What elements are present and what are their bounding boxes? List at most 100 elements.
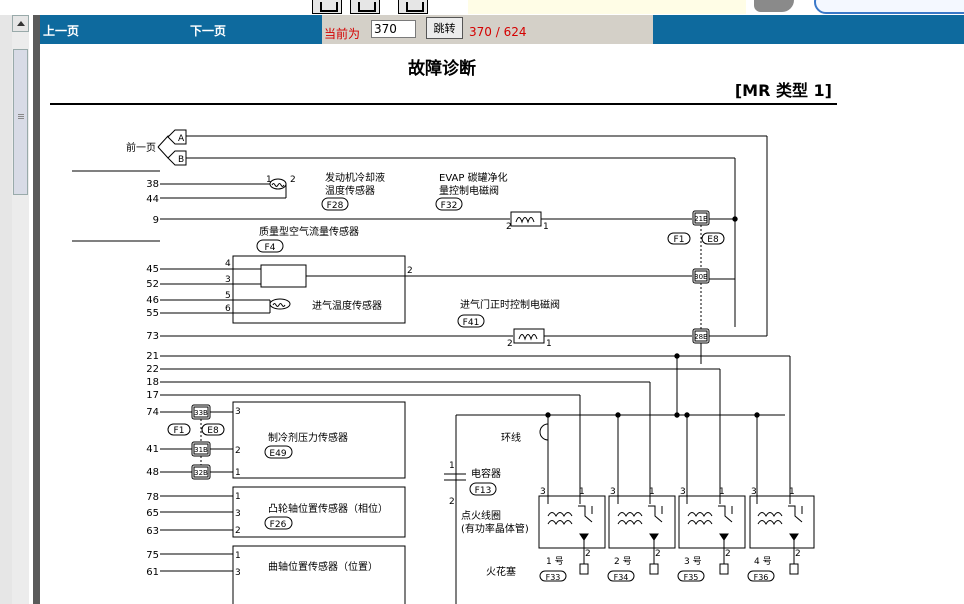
joint-connector-21b: 21B — [692, 210, 710, 226]
arrow-up-icon — [17, 21, 25, 26]
svg-text:5: 5 — [225, 291, 231, 301]
svg-text:4 号: 4 号 — [754, 556, 772, 567]
svg-text:1: 1 — [579, 487, 585, 497]
svg-text:F33: F33 — [546, 573, 561, 582]
svg-text:F13: F13 — [475, 486, 492, 496]
svg-text:E8: E8 — [207, 426, 219, 436]
svg-text:质量型空气流量传感器: 质量型空气流量传感器 — [259, 225, 359, 238]
svg-text:F28: F28 — [327, 201, 344, 211]
svg-text:2 号: 2 号 — [614, 556, 632, 567]
svg-text:28B: 28B — [694, 333, 708, 341]
joint-connector-30b: 30B — [692, 268, 710, 284]
svg-text:2: 2 — [407, 266, 413, 276]
frame-gutter — [29, 15, 33, 604]
svg-text:3: 3 — [235, 568, 241, 578]
spark-plug-label: 火花塞 — [486, 565, 516, 578]
svg-text:量控制电磁阀: 量控制电磁阀 — [439, 184, 499, 197]
toolbar-button-3[interactable] — [398, 0, 428, 14]
svg-text:F35: F35 — [684, 573, 699, 582]
svg-text:3: 3 — [610, 487, 616, 497]
svg-text:F1: F1 — [174, 426, 185, 436]
svg-text:曲轴位置传感器（位置）: 曲轴位置传感器（位置） — [268, 560, 378, 573]
svg-text:环线: 环线 — [501, 431, 521, 444]
svg-text:1: 1 — [649, 487, 655, 497]
toolbar-icon-1 — [320, 2, 338, 12]
svg-text:3: 3 — [235, 509, 241, 519]
svg-text:3: 3 — [235, 407, 241, 417]
svg-text:74: 74 — [146, 407, 159, 418]
harness-code-e8: E8 — [707, 235, 719, 245]
svg-text:45: 45 — [146, 264, 159, 275]
svg-text:温度传感器: 温度传感器 — [325, 184, 375, 197]
svg-text:52: 52 — [146, 279, 159, 290]
frame-divider[interactable] — [33, 15, 40, 604]
current-page-label: 当前为 — [324, 27, 361, 41]
svg-text:1: 1 — [719, 487, 725, 497]
coolant-temp-sensor: 1 2 发动机冷却液 温度传感器 F28 — [160, 171, 385, 211]
svg-text:3 号: 3 号 — [684, 556, 702, 567]
svg-text:33B: 33B — [194, 409, 208, 417]
svg-text:21: 21 — [146, 351, 159, 362]
svg-text:22: 22 — [146, 364, 159, 375]
intake-valve-timing-solenoid: 进气门正时控制电磁阀 F41 2 1 — [160, 298, 692, 349]
svg-text:75: 75 — [146, 550, 159, 561]
svg-text:2: 2 — [506, 222, 512, 232]
car-logo-icon — [754, 0, 794, 12]
page-navigation-bar: 上一页 下一页 当前为 跳转 370 / 624 — [40, 15, 964, 44]
refrigerant-pressure-sensor: 33B 31B 32B F1 E8 3 2 1 制冷剂压力传感器 E49 — [160, 401, 406, 480]
joint-connector-28b: 28B — [692, 328, 710, 344]
svg-text:2: 2 — [655, 549, 661, 559]
svg-text:21B: 21B — [694, 215, 708, 223]
svg-text:3: 3 — [225, 275, 231, 285]
svg-text:2: 2 — [449, 497, 455, 507]
svg-text:2: 2 — [290, 175, 296, 185]
svg-text:73: 73 — [146, 331, 159, 342]
svg-text:F36: F36 — [754, 573, 769, 582]
scroll-thumb[interactable] — [13, 49, 28, 195]
svg-text:电容器: 电容器 — [471, 467, 501, 480]
toolbar-button-1[interactable] — [312, 0, 342, 14]
page-number-input[interactable] — [371, 20, 416, 38]
svg-text:F4: F4 — [265, 243, 276, 253]
page-jump-panel: 当前为 跳转 370 / 624 — [322, 15, 653, 44]
svg-text:31B: 31B — [194, 446, 208, 454]
svg-text:1: 1 — [543, 222, 549, 232]
svg-text:2: 2 — [795, 549, 801, 559]
prev-page-label: 前一页 — [126, 141, 156, 154]
svg-text:凸轮轴位置传感器（相位）: 凸轮轴位置传感器（相位） — [268, 502, 388, 515]
toolbar-icon-2 — [358, 2, 376, 12]
toolbar-info-bar — [468, 0, 746, 14]
svg-text:2: 2 — [235, 446, 241, 456]
model-label: [MR 类型 1] — [735, 81, 832, 100]
svg-text:1: 1 — [546, 339, 552, 349]
ignition-coil-1: 3 1 1 号 2 F33 — [538, 487, 606, 582]
left-panel — [0, 15, 12, 604]
grip-icon — [18, 114, 24, 115]
svg-text:F34: F34 — [614, 573, 629, 582]
toolbar-button-2[interactable] — [350, 0, 380, 14]
svg-text:9: 9 — [153, 215, 159, 226]
svg-text:2: 2 — [507, 339, 513, 349]
svg-text:44: 44 — [146, 194, 159, 205]
intake-air-temp-sensor-label: 进气温度传感器 — [312, 299, 382, 312]
svg-text:发动机冷却液: 发动机冷却液 — [325, 171, 385, 184]
svg-text:进气门正时控制电磁阀: 进气门正时控制电磁阀 — [460, 298, 560, 311]
svg-text:制冷剂压力传感器: 制冷剂压力传感器 — [268, 431, 348, 444]
svg-text:1: 1 — [235, 551, 241, 561]
jump-button[interactable]: 跳转 — [426, 17, 463, 39]
svg-text:1: 1 — [789, 487, 795, 497]
logo-banner-icon — [814, 0, 964, 14]
crankshaft-position-sensor: 1 3 曲轴位置传感器（位置） — [160, 545, 406, 604]
vertical-scrollbar[interactable] — [12, 15, 29, 604]
svg-text:41: 41 — [146, 444, 159, 455]
brand-logo — [748, 0, 964, 15]
svg-text:F26: F26 — [270, 520, 287, 530]
svg-text:48: 48 — [146, 467, 159, 478]
svg-text:2: 2 — [235, 526, 241, 536]
svg-text:78: 78 — [146, 492, 159, 503]
next-page-link[interactable]: 下一页 — [190, 24, 227, 38]
scroll-up-button[interactable] — [12, 15, 29, 32]
svg-text:46: 46 — [146, 295, 159, 306]
top-toolbar-strip — [0, 0, 964, 15]
prev-page-link[interactable]: 上一页 — [43, 24, 80, 38]
